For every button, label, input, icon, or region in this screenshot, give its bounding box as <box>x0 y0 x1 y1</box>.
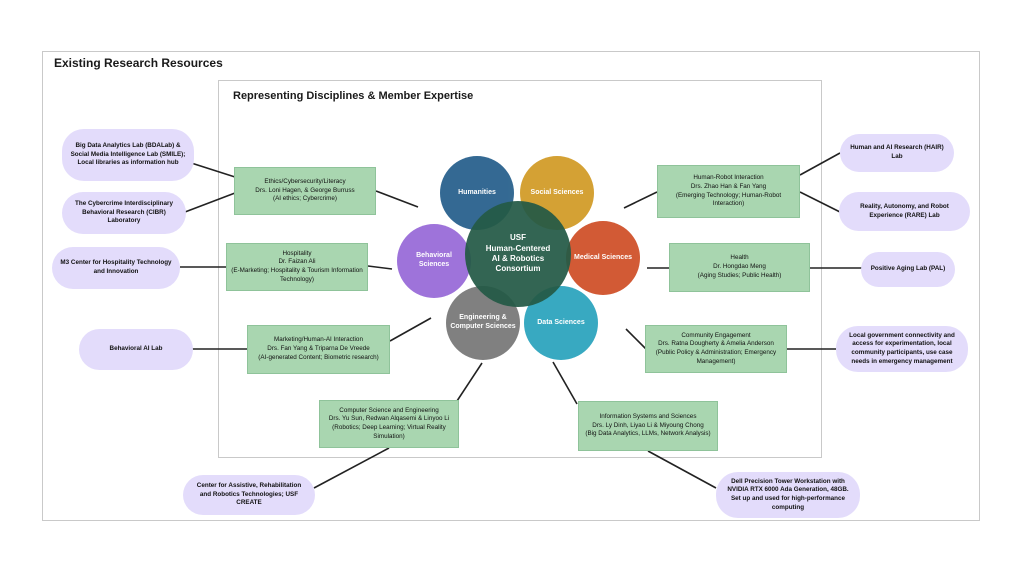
isds-title: Information Systems and Sciences <box>599 412 697 420</box>
marketing-box: Marketing/Human-AI Interaction Drs. Fan … <box>247 325 390 374</box>
connector-cibr-ethics <box>184 192 236 213</box>
connector-rare-hri <box>799 191 841 213</box>
health-title: Health <box>730 254 749 262</box>
behavioral-sciences-label: Behavioral Sciences <box>416 252 452 268</box>
hri-people: Drs. Zhao Han & Fan Yang <box>690 182 767 190</box>
connector-hair-hri <box>799 152 841 176</box>
connector-cse-center <box>456 362 483 402</box>
ethics-people: Drs. Loni Hagen, & George Burruss <box>255 186 355 194</box>
medical-sciences-circle: Medical Sciences <box>566 221 640 295</box>
outer-frame <box>42 51 980 521</box>
connector-community-center <box>625 328 647 350</box>
ethics-box: Ethics/Cybersecurity/Literacy Drs. Loni … <box>234 167 376 215</box>
social-sciences-label: Social Sciences <box>530 188 584 196</box>
cibr-pill: The Cybercrime Interdisciplinary Behavio… <box>62 192 186 234</box>
hri-topics: (Emerging Technology; Human-Robot Intera… <box>675 191 782 208</box>
local-gov-pill: Local government connectivity and access… <box>836 326 968 372</box>
community-people: Drs. Ratna Dougherty & Amelia Anderson <box>658 340 774 348</box>
isds-box: Information Systems and Sciences Drs. Ly… <box>578 401 718 451</box>
pal-pill: Positive Aging Lab (PAL) <box>861 252 955 287</box>
marketing-title: Marketing/Human-AI Interaction <box>274 336 363 344</box>
connector-isds-center <box>552 361 578 405</box>
marketing-people: Drs. Fan Yang & Triparna De Vreede <box>267 345 370 353</box>
humanities-label: Humanities <box>458 188 496 196</box>
isds-people: Drs. Ly Dinh, Liyao Li & Miyoung Chong <box>592 421 704 429</box>
consortium-center-circle: USF Human-Centered AI & Robotics Consort… <box>465 201 571 307</box>
dell-pill: Dell Precision Tower Workstation with NV… <box>716 472 860 518</box>
hri-title: Human-Robot Interaction <box>693 174 764 182</box>
health-people: Dr. Hongdao Meng <box>713 263 766 271</box>
cse-title: Computer Science and Engineering <box>339 406 439 414</box>
m3-pill: M3 Center for Hospitality Technology and… <box>52 247 180 289</box>
engineering-label: Engineering & Computer Sciences <box>450 314 516 330</box>
bdalab-pill: Big Data Analytics Lab (BDALab) & Social… <box>62 129 194 181</box>
inner-title: Representing Disciplines & Member Expert… <box>233 90 474 102</box>
community-topics: (Public Policy & Administration; Emergen… <box>655 349 777 365</box>
connector-marketing-center <box>389 317 432 342</box>
cse-topics: (Robotics; Deep Learning; Virtual Realit… <box>332 424 446 440</box>
medical-sciences-label: Medical Sciences <box>574 253 632 261</box>
connector-dell-isds <box>647 450 717 489</box>
community-box: Community Engagement Drs. Ratna Doughert… <box>645 325 787 373</box>
connector-hri-center <box>623 191 658 209</box>
outer-title: Existing Research Resources <box>54 56 223 70</box>
hospitality-title: Hospitality <box>282 249 312 257</box>
cse-people: Drs. Yu Sun, Redwan Alqasemi & Linyoo Li <box>328 415 450 423</box>
create-pill: Center for Assistive, Rehabilitation and… <box>183 475 315 515</box>
community-title: Community Engagement <box>681 331 751 339</box>
center-line-1: USF <box>509 233 526 243</box>
connector-hospitality-behavioral <box>367 265 393 270</box>
health-topics: (Aging Studies; Public Health) <box>697 271 782 279</box>
hospitality-people: Dr. Faizan Ali <box>278 258 316 266</box>
behavioral-ai-pill: Behavioral AI Lab <box>79 329 193 370</box>
ethics-topics: (AI ethics; Cybercrime) <box>272 195 338 203</box>
hri-box: Human-Robot Interaction Drs. Zhao Han & … <box>657 165 800 218</box>
hospitality-topics: (E-Marketing; Hospitality & Tourism Info… <box>231 267 363 283</box>
center-line-4: Consortium <box>495 264 541 274</box>
hair-pill: Human and AI Research (HAIR) Lab <box>840 134 954 172</box>
inner-frame <box>218 80 822 458</box>
marketing-topics: (AI-generated Content; Biometric researc… <box>258 353 379 361</box>
cse-box: Computer Science and Engineering Drs. Yu… <box>319 400 459 448</box>
data-sciences-label: Data Sciences <box>537 318 585 326</box>
isds-topics: (Big Data Analytics, LLMs, Network Analy… <box>585 430 711 438</box>
health-box: Health Dr. Hongdao Meng (Aging Studies; … <box>669 243 810 292</box>
connector-ethics-center <box>375 190 419 208</box>
hospitality-box: Hospitality Dr. Faizan Ali (E-Marketing;… <box>226 243 368 291</box>
ethics-title: Ethics/Cybersecurity/Literacy <box>264 177 346 185</box>
center-line-3: AI & Robotics <box>491 254 545 263</box>
behavioral-sciences-circle: Behavioral Sciences <box>397 224 471 298</box>
connector-create-cse <box>313 447 390 489</box>
center-line-2: Human-Centered <box>485 243 551 253</box>
rare-pill: Reality, Autonomy, and Robot Experience … <box>839 192 970 231</box>
